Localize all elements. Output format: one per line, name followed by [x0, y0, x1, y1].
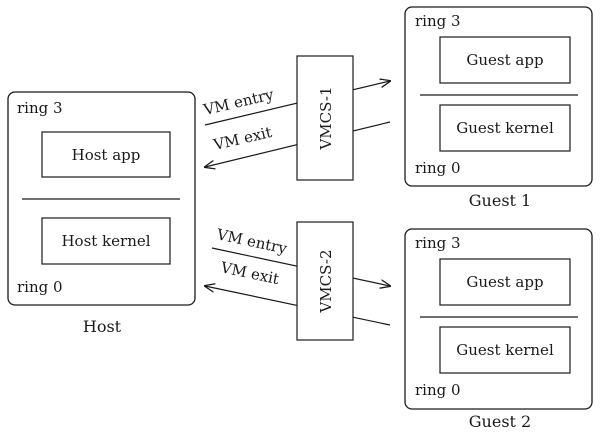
- guest1-kernel-label: Guest kernel: [456, 119, 554, 137]
- vmcs2-link: VMCS-2 VM entry VM exit: [205, 221, 390, 341]
- guest2-kernel-label: Guest kernel: [456, 341, 554, 359]
- vmcs2-label: VMCS-2: [317, 249, 335, 313]
- vm-exit-label-2: VM exit: [218, 258, 281, 288]
- vmcs1-link: VMCS-1 VM entry VM exit: [201, 55, 390, 181]
- guest2-app-box: [439, 258, 571, 306]
- guest1-app-box: [439, 36, 571, 84]
- host-caption: Host: [83, 317, 122, 336]
- guest1-ring3-label: ring 3: [415, 12, 461, 30]
- guest1-ring0-label: ring 0: [415, 159, 461, 177]
- guest1-kernel-box: [439, 104, 571, 152]
- host-ring0-label: ring 0: [17, 278, 63, 296]
- vmcs1-label: VMCS-1: [317, 86, 335, 150]
- guest2-kernel-box: [439, 326, 571, 374]
- guest2-caption: Guest 2: [469, 412, 531, 431]
- guest2-ring0-label: ring 0: [415, 381, 461, 399]
- vm-entry-label-2: VM entry: [214, 225, 289, 258]
- host-node: ring 3 Host app Host kernel ring 0 Host: [7, 91, 196, 336]
- vmcs2-box: [296, 221, 354, 341]
- guest1-node: ring 3 Guest app Guest kernel ring 0 Gue…: [404, 6, 593, 210]
- host-app-box: [41, 131, 171, 178]
- host-kernel-label: Host kernel: [61, 232, 150, 250]
- vmcs1-box: [296, 55, 354, 181]
- vm-exit-label-1: VM exit: [211, 123, 274, 154]
- guest2-node: ring 3 Guest app Guest kernel ring 0 Gue…: [404, 228, 593, 431]
- guest2-ring3-label: ring 3: [415, 234, 461, 252]
- guest2-app-label: Guest app: [466, 273, 543, 291]
- vm-entry-label-1: VM entry: [201, 85, 276, 119]
- guest1-caption: Guest 1: [469, 191, 531, 210]
- host-kernel-box: [41, 217, 171, 265]
- host-ring3-label: ring 3: [17, 99, 63, 117]
- guest1-app-label: Guest app: [466, 51, 543, 69]
- host-app-label: Host app: [72, 146, 141, 164]
